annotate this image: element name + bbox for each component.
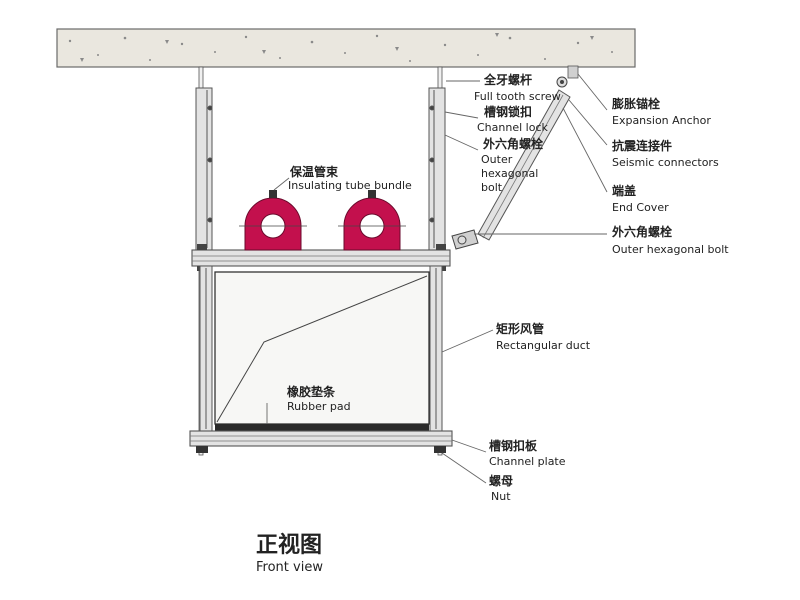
label-outer-hex-bolt-b: 外六角螺栓 Outer hexagonal bolt (612, 224, 729, 256)
label-channel-plate: 槽钢扣板 Channel plate (489, 438, 566, 468)
outer-hex-bolt-a-en-3: bolt (481, 181, 503, 194)
channel-plate-en: Channel plate (489, 455, 566, 468)
rectangular-duct-zh: 矩形风管 (495, 321, 544, 336)
upper-channel (191, 244, 451, 271)
expansion-anchor-zh: 膨胀锚栓 (611, 96, 660, 111)
full-tooth-screw-zh: 全牙螺杆 (483, 72, 532, 87)
label-rectangular-duct: 矩形风管 Rectangular duct (495, 321, 591, 352)
outer-hex-bolt-a-en-1: Outer (481, 153, 513, 166)
vertical-channels-upper (195, 87, 446, 251)
rectangular-duct-en: Rectangular duct (496, 339, 591, 352)
lower-channel-plate (189, 430, 453, 453)
expansion-anchor-bracket (556, 65, 579, 88)
rubber-pad-zh: 橡胶垫条 (287, 384, 336, 399)
insulating-bundle-zh: 保温管束 (289, 164, 339, 179)
channel-lock-zh: 槽钢锁扣 (484, 104, 532, 119)
aggregate-specks (68, 33, 613, 62)
full-tooth-screw-en: Full tooth screw (474, 90, 561, 103)
concrete-slab (56, 28, 636, 68)
channel-plate-zh: 槽钢扣板 (489, 438, 538, 453)
outer-hex-bolt-a-en-2: hexagonal (481, 167, 538, 180)
label-seismic-connectors: 抗震连接件 Seismic connectors (612, 138, 719, 169)
seismic-connectors-zh: 抗震连接件 (612, 138, 672, 153)
rubber-pad-en: Rubber pad (287, 400, 351, 413)
label-end-cover: 端盖 End Cover (612, 183, 669, 214)
outer-hex-bolt-b-zh: 外六角螺栓 (612, 224, 672, 239)
seismic-connector-lower (451, 229, 479, 250)
insulating-tube-bundle (239, 190, 406, 251)
insulated-pipe-right (338, 190, 406, 251)
label-outer-hex-bolt-a: 外六角螺栓 Outer hexagonal bolt (481, 136, 543, 194)
seismic-connectors-en: Seismic connectors (612, 156, 719, 169)
leader-lines (266, 73, 608, 484)
label-nut: 螺母 Nut (489, 473, 513, 503)
nut-en: Nut (491, 490, 511, 503)
insulating-bundle-en: Insulating tube bundle (288, 179, 412, 192)
view-title: 正视图 Front view (256, 532, 323, 575)
label-channel-lock: 槽钢锁扣 Channel lock (477, 104, 548, 134)
outer-hex-bolt-a-zh: 外六角螺栓 (483, 136, 543, 151)
label-rubber-pad: 橡胶垫条 Rubber pad (287, 384, 351, 413)
outer-hex-bolt-b-en: Outer hexagonal bolt (612, 243, 729, 256)
channel-lock-en: Channel lock (477, 121, 548, 134)
nut-zh: 螺母 (489, 473, 513, 488)
label-full-tooth-screw: 全牙螺杆 Full tooth screw (474, 72, 561, 103)
label-expansion-anchor: 膨胀锚栓 Expansion Anchor (611, 96, 711, 127)
view-title-en: Front view (256, 560, 323, 575)
label-insulating-tube-bundle: 保温管束 Insulating tube bundle (288, 164, 412, 192)
rectangular-duct (214, 271, 430, 425)
end-cover-zh: 端盖 (612, 183, 636, 198)
view-title-zh: 正视图 (256, 532, 322, 558)
rubber-pad (215, 424, 429, 431)
insulated-pipe-left (239, 190, 307, 251)
expansion-anchor-en: Expansion Anchor (612, 114, 711, 127)
seismic-brace (451, 65, 579, 250)
end-cover-en: End Cover (612, 201, 669, 214)
vertical-channels-lower (199, 265, 443, 432)
